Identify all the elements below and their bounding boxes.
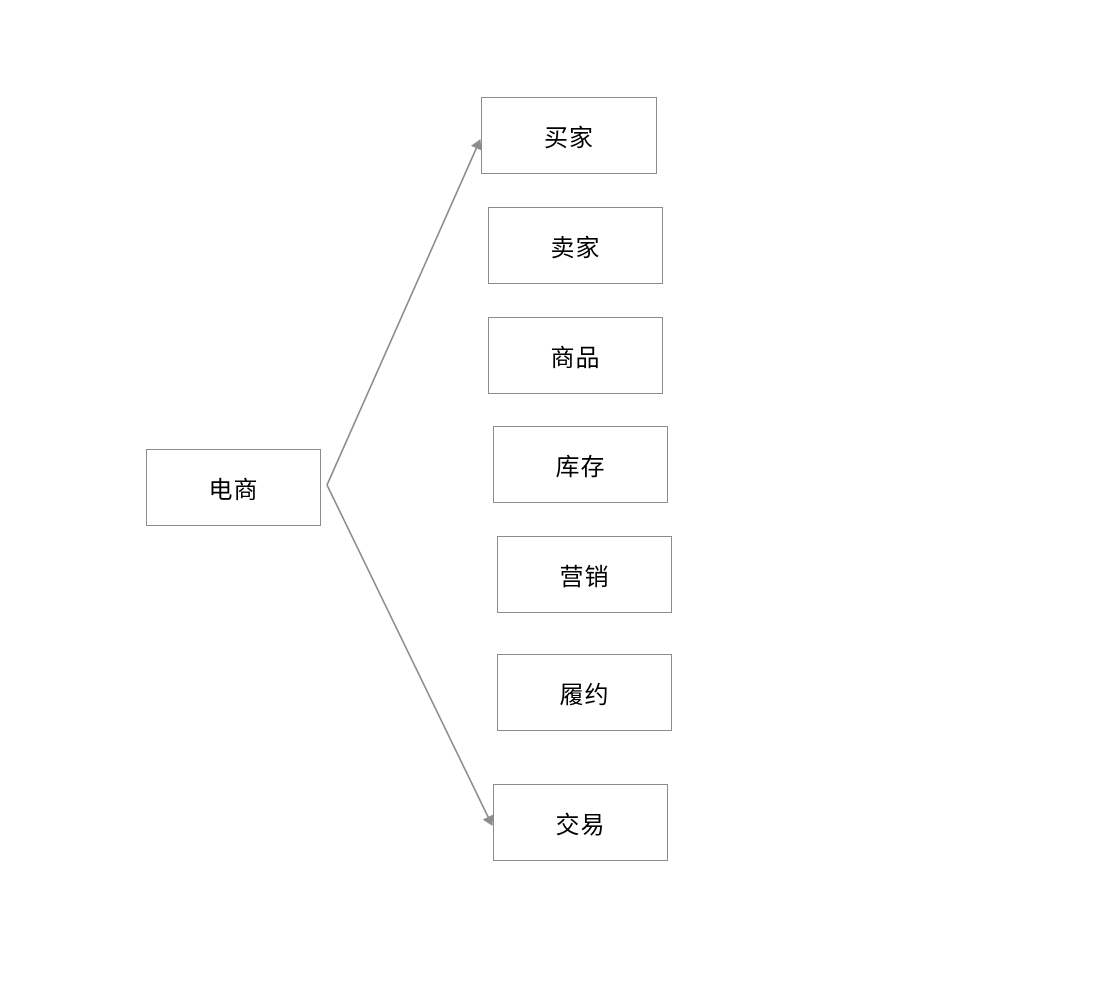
child-node-trade: 交易 [493,784,668,861]
child-node-label: 商品 [550,344,601,372]
child-node-fulfillment: 履约 [497,654,672,731]
child-node-label: 卖家 [550,234,601,262]
root-node-label: 电商 [208,476,259,504]
child-node-marketing: 营销 [497,536,672,613]
child-node-label: 库存 [555,453,606,481]
child-node-inventory: 库存 [493,426,668,503]
edge-root-to-trade [326,484,494,826]
edge-root-to-buyer [326,139,482,486]
child-node-buyer: 买家 [481,97,657,174]
child-node-label: 交易 [555,811,606,839]
child-node-label: 营销 [559,563,610,591]
child-node-product: 商品 [488,317,663,394]
child-node-label: 履约 [559,681,610,709]
root-node-ecommerce: 电商 [146,449,321,526]
child-node-label: 买家 [544,124,594,152]
child-node-seller: 卖家 [488,207,663,284]
